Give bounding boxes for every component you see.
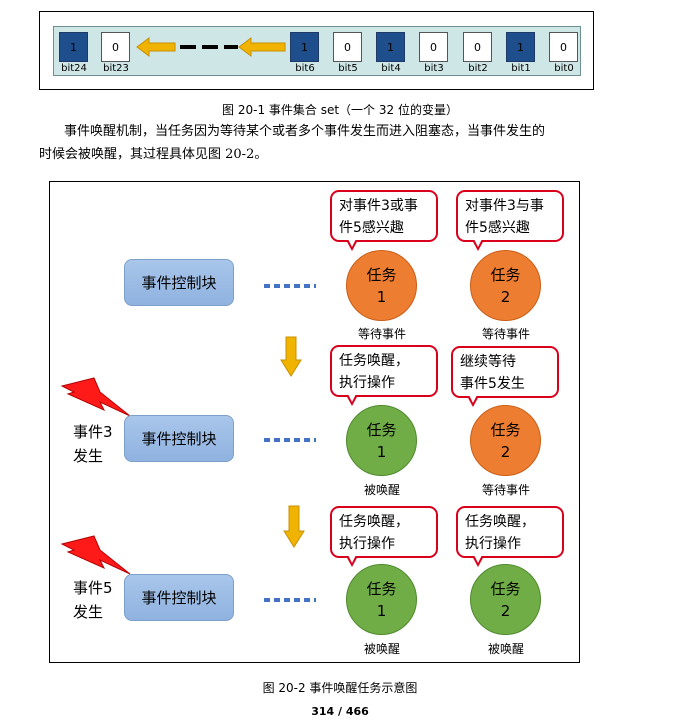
down-arrow-icon bbox=[280, 336, 302, 377]
event-wakeup-figure bbox=[49, 181, 580, 663]
event-label: 事件3 发生 bbox=[73, 420, 113, 468]
task-node: 任务 1 bbox=[346, 564, 417, 635]
callout-line: 任务唤醒， bbox=[339, 514, 409, 530]
callout-line: 执行操作 bbox=[465, 536, 521, 552]
callout-bubble: 任务唤醒， 执行操作 bbox=[330, 506, 438, 567]
callout-line: 继续等待 bbox=[460, 354, 516, 370]
task-name: 任务 bbox=[366, 579, 397, 598]
down-arrow-icon bbox=[283, 505, 305, 548]
bit-cell: 0 bbox=[549, 32, 578, 62]
callout-line: 件5感兴趣 bbox=[339, 220, 404, 236]
bit-label: bit3 bbox=[424, 63, 444, 74]
task-node: 任务 2 bbox=[470, 250, 541, 321]
callout-bubble: 任务唤醒， 执行操作 bbox=[456, 506, 564, 567]
event-control-block: 事件控制块 bbox=[124, 574, 234, 621]
bit-label: bit6 bbox=[295, 63, 315, 74]
figure-caption: 图 20-1 事件集合 set（一个 32 位的变量） bbox=[222, 103, 458, 117]
event-line: 发生 bbox=[73, 447, 104, 465]
bit-cell: 0 bbox=[101, 32, 130, 62]
lightning-bolt-icon bbox=[60, 535, 131, 575]
task-number: 1 bbox=[376, 287, 387, 306]
figure-caption: 图 20-2 事件唤醒任务示意图 bbox=[262, 681, 418, 695]
callout-bubble: 继续等待 事件5发生 bbox=[451, 346, 559, 407]
bit-label: bit5 bbox=[338, 63, 358, 74]
event-control-block: 事件控制块 bbox=[124, 259, 234, 306]
task-status: 等待事件 bbox=[481, 483, 530, 497]
task-status: 等待事件 bbox=[357, 327, 406, 341]
body-text-line: 事件唤醒机制，当任务因为等待某个或者多个事件发生而进入阻塞态，当事件发生的 bbox=[64, 124, 546, 139]
callout-line: 事件5发生 bbox=[460, 376, 525, 392]
ellipsis-dash bbox=[224, 45, 238, 49]
bit-cell: 1 bbox=[506, 32, 535, 62]
task-status: 被唤醒 bbox=[363, 483, 400, 497]
task-number: 2 bbox=[500, 442, 511, 461]
page-number: 314 / 466 bbox=[311, 705, 369, 718]
task-number: 1 bbox=[376, 601, 387, 620]
task-name: 任务 bbox=[490, 265, 521, 284]
ellipsis-dash bbox=[180, 45, 196, 49]
left-arrow-icon bbox=[136, 37, 286, 57]
bit-cell: 1 bbox=[376, 32, 405, 62]
event-label: 事件5 发生 bbox=[73, 576, 113, 624]
bit-label: bit2 bbox=[468, 63, 488, 74]
event-line: 发生 bbox=[73, 603, 104, 621]
dotted-link bbox=[264, 438, 316, 442]
task-number: 2 bbox=[500, 601, 511, 620]
task-status: 被唤醒 bbox=[487, 642, 524, 656]
task-number: 1 bbox=[376, 442, 387, 461]
callout-line: 执行操作 bbox=[339, 536, 395, 552]
bit-cell: 1 bbox=[59, 32, 88, 62]
task-node: 任务 1 bbox=[346, 405, 417, 476]
callout-bubble: 任务唤醒， 执行操作 bbox=[330, 345, 438, 406]
bit-cell: 0 bbox=[333, 32, 362, 62]
callout-bubble: 对事件3与事 件5感兴趣 bbox=[456, 190, 564, 251]
bit-cell: 0 bbox=[419, 32, 448, 62]
task-name: 任务 bbox=[366, 265, 397, 284]
dotted-link bbox=[264, 598, 316, 602]
lightning-bolt-icon bbox=[60, 377, 131, 417]
callout-bubble: 对事件3或事 件5感兴趣 bbox=[330, 190, 438, 251]
bit-label: bit24 bbox=[61, 63, 87, 74]
bit-label: bit0 bbox=[554, 63, 574, 74]
callout-line: 执行操作 bbox=[339, 375, 395, 391]
task-name: 任务 bbox=[490, 579, 521, 598]
bit-label: bit1 bbox=[511, 63, 531, 74]
body-text-line: 时候会被唤醒，其过程具体见图 20-2。 bbox=[39, 147, 268, 162]
dotted-link bbox=[264, 284, 316, 288]
task-status: 等待事件 bbox=[481, 327, 530, 341]
task-node: 任务 1 bbox=[346, 250, 417, 321]
task-number: 2 bbox=[500, 287, 511, 306]
ellipsis-dash bbox=[202, 45, 218, 49]
event-line: 事件5 bbox=[73, 579, 113, 597]
callout-line: 任务唤醒， bbox=[465, 514, 535, 530]
bit-label: bit23 bbox=[103, 63, 129, 74]
task-node: 任务 2 bbox=[470, 405, 541, 476]
task-name: 任务 bbox=[490, 420, 521, 439]
event-control-block: 事件控制块 bbox=[124, 415, 234, 462]
callout-line: 件5感兴趣 bbox=[465, 220, 530, 236]
event-line: 事件3 bbox=[73, 423, 113, 441]
callout-line: 任务唤醒， bbox=[339, 353, 409, 369]
task-status: 被唤醒 bbox=[363, 642, 400, 656]
task-node: 任务 2 bbox=[470, 564, 541, 635]
bit-cell: 1 bbox=[290, 32, 319, 62]
callout-line: 对事件3或事 bbox=[339, 198, 418, 214]
bit-label: bit4 bbox=[381, 63, 401, 74]
callout-line: 对事件3与事 bbox=[465, 198, 544, 214]
task-name: 任务 bbox=[366, 420, 397, 439]
bit-cell: 0 bbox=[463, 32, 492, 62]
